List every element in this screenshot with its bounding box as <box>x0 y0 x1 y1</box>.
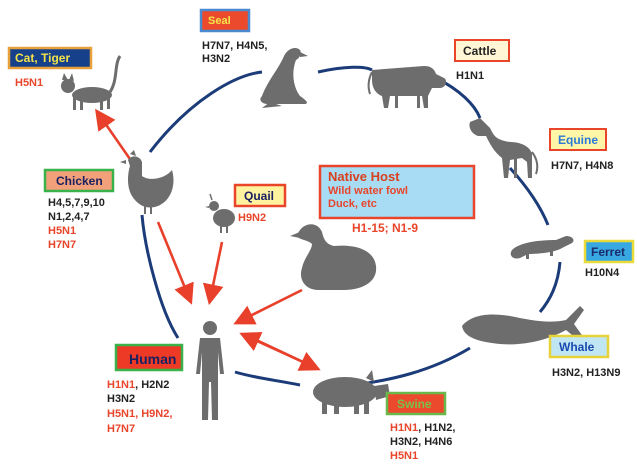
cat-subtypes: H5N1 <box>15 77 44 89</box>
seal-title-box <box>199 8 251 33</box>
human-title: Human <box>129 351 177 367</box>
swine-h1n2: , H1N2, <box>418 422 456 434</box>
arrow-duck-to-human <box>233 288 303 325</box>
equine-title: Equine <box>558 133 599 147</box>
whale-subtypes: H3N2, H13N9 <box>552 367 621 379</box>
human-subtypes-line4: H7N7 <box>107 423 136 435</box>
ferret-title: Ferret <box>591 245 626 259</box>
native-host-line2: Duck, etc <box>328 198 377 210</box>
ferret-icon <box>510 236 574 259</box>
cycle-arc-top-right <box>317 65 373 74</box>
cow-icon <box>367 66 447 108</box>
arrow-chicken-to-human <box>156 221 194 305</box>
pig-icon <box>313 370 390 414</box>
seal-title: Seal <box>208 15 231 27</box>
arrow-swine-to-human <box>239 332 317 370</box>
swine-title: Swine <box>397 397 432 411</box>
seal-subtypes-line1: H7N7, H4N5, <box>202 40 268 52</box>
human-h2n2: , H2N2 <box>135 379 170 391</box>
whale-title-box <box>548 334 610 359</box>
duck-icon <box>290 224 377 290</box>
cattle-title: Cattle <box>463 44 497 58</box>
quail-title-box <box>233 183 287 208</box>
quail-title: Quail <box>244 189 275 203</box>
seal-subtypes-line2: H3N2 <box>202 53 231 65</box>
cat-icon <box>61 55 122 110</box>
native-host-line1: Wild water fowl <box>328 185 408 197</box>
native-host-subtypes: H1-15; N1-9 <box>352 221 419 235</box>
cattle-title-box <box>454 39 510 62</box>
quail-icon <box>205 193 235 233</box>
chicken-subtypes-line1: H4,5,7,9,10 <box>48 197 105 209</box>
native-host-title: Native Host <box>328 169 400 184</box>
swine-h1n1: H1N1 <box>390 422 419 434</box>
native-host-box <box>318 164 476 220</box>
seal-icon <box>260 48 308 108</box>
ferret-title-box <box>583 239 635 264</box>
quail-subtypes: H9N2 <box>238 212 267 224</box>
swine-subtypes-line2: H3N2, H4N6 <box>390 436 453 448</box>
whale-title: Whale <box>559 340 595 354</box>
equine-subtypes: H7N7, H4N8 <box>551 160 614 172</box>
chicken-title: Chicken <box>56 174 103 188</box>
cycle-arc-left <box>140 214 180 339</box>
arrow-chicken-to-cat <box>95 108 134 163</box>
chicken-icon <box>120 150 174 214</box>
cycle-arc-bottom <box>234 370 301 387</box>
ferret-subtypes: H10N4 <box>585 267 620 279</box>
cat-title-box <box>7 46 93 70</box>
swine-title-box <box>385 391 447 416</box>
horse-icon <box>469 118 539 178</box>
chicken-subtypes-line4: H7N7 <box>48 239 77 251</box>
cat-title: Cat, Tiger <box>15 51 71 65</box>
equine-title-box <box>549 128 607 151</box>
swine-subtypes-line1: H1N1, H1N2, <box>390 422 455 435</box>
chicken-subtypes-line2: N1,2,4,7 <box>48 211 90 223</box>
human-subtypes-line3: H5N1, H9N2, <box>107 408 173 420</box>
swine-subtypes-line3: H5N1 <box>390 450 419 462</box>
arrow-quail-to-human <box>202 241 224 306</box>
cycle-arc-top <box>148 70 263 153</box>
chicken-subtypes-line3: H5N1 <box>48 225 77 237</box>
chicken-title-box <box>43 168 115 193</box>
cycle-arc-right-3 <box>538 261 562 313</box>
human-subtypes-line2: H3N2 <box>107 393 136 405</box>
transmission-arrows <box>95 108 321 371</box>
human-icon <box>196 321 224 420</box>
human-h1n1: H1N1 <box>107 379 136 391</box>
human-subtypes-line1: H1N1, H2N2 <box>107 379 169 392</box>
cattle-subtypes: H1N1 <box>456 70 485 82</box>
human-title-box <box>114 343 184 372</box>
